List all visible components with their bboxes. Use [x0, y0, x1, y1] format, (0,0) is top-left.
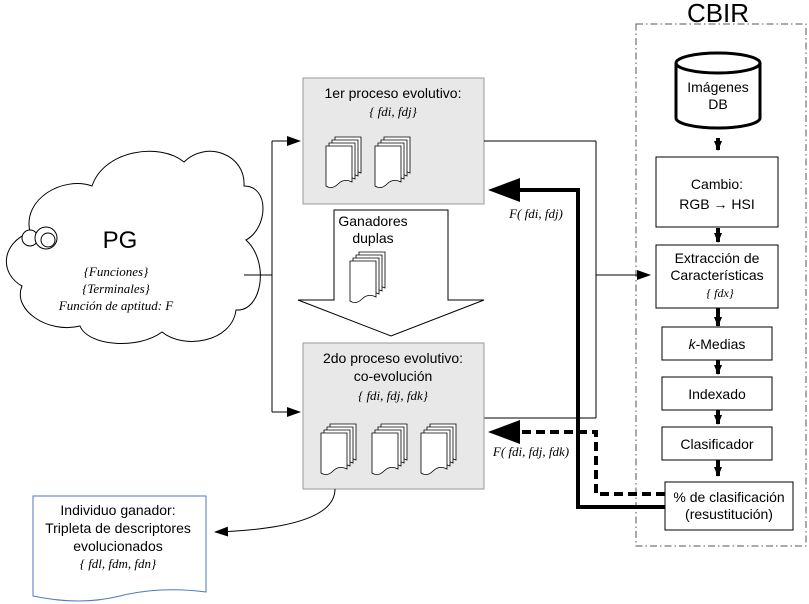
- proceso2-title-2: co-evolución: [354, 368, 433, 384]
- fitness-f1: F( fdi, fdj): [508, 206, 563, 221]
- proceso2-vars: { fdi, fdj, fdk}: [358, 388, 429, 403]
- extraccion-label-2: Características: [670, 267, 763, 283]
- individuo-label-1: Individuo ganador:: [60, 502, 175, 518]
- ganadores-label-2: duplas: [352, 230, 393, 246]
- individuo-label-3: evolucionados: [73, 538, 163, 554]
- pg-connector: [244, 136, 301, 417]
- pg-funciones: {Funciones}: [84, 264, 149, 279]
- clasificador-label: Clasificador: [680, 436, 753, 452]
- kmedias-box: [661, 326, 773, 361]
- fitness-f2: F( fdi, fdj, fdk): [492, 444, 569, 459]
- porcentaje-box: [664, 481, 794, 531]
- ganadores-down-arrow: [297, 209, 485, 337]
- db-label-2: DB: [708, 96, 727, 112]
- indexado-label: Indexado: [688, 386, 746, 402]
- cambio-box: [655, 156, 779, 228]
- pg-title: PG: [103, 227, 138, 254]
- pg-aptitud: Función de aptitud: F: [58, 298, 175, 313]
- kmedias-k: k: [689, 336, 697, 352]
- individuo-label-2: Tripleta de descriptores: [45, 520, 191, 536]
- indexado-box: [661, 376, 773, 411]
- pg-terminales: {Terminales}: [82, 281, 151, 296]
- feedback-solid-arrowhead: [488, 178, 520, 202]
- ganadores-label-1: Ganadores: [338, 213, 407, 229]
- process2-to-individuo: [214, 488, 336, 537]
- clasificador-box: [661, 426, 773, 461]
- feedback-solid-path: [518, 188, 665, 509]
- database-cylinder: [674, 51, 762, 130]
- feedback-dashed-arrowhead: [488, 420, 520, 444]
- proceso1-vars: { fdi, fdj}: [369, 104, 417, 119]
- feedback-dashed-path: [518, 430, 665, 496]
- cbir-title: CBIR: [687, 0, 749, 28]
- proceso2-title-1: 2do proceso evolutivo:: [323, 350, 463, 366]
- extraccion-label-1: Extracción de: [675, 250, 760, 266]
- cambio-label-1: Cambio:: [691, 176, 743, 192]
- cbir-container: [635, 23, 807, 547]
- individuo-doc: [32, 495, 207, 602]
- kmedias-label: k-Medias: [689, 336, 746, 352]
- extraccion-var: { fdx}: [706, 286, 733, 300]
- extraccion-box: [655, 244, 779, 309]
- proceso1-title: 1er proceso evolutivo:: [325, 85, 462, 101]
- porcentaje-label-1: % de clasificación: [673, 489, 784, 505]
- db-label-1: Imágenes: [687, 79, 748, 95]
- cambio-label-2: RGB → HSI: [679, 196, 754, 212]
- pg-cloud: [6, 150, 264, 344]
- kmedias-rest: -Medias: [696, 336, 746, 352]
- porcentaje-label-2: (resustitución): [685, 506, 773, 522]
- individuo-vars: { fdl, fdm, fdn}: [80, 556, 157, 571]
